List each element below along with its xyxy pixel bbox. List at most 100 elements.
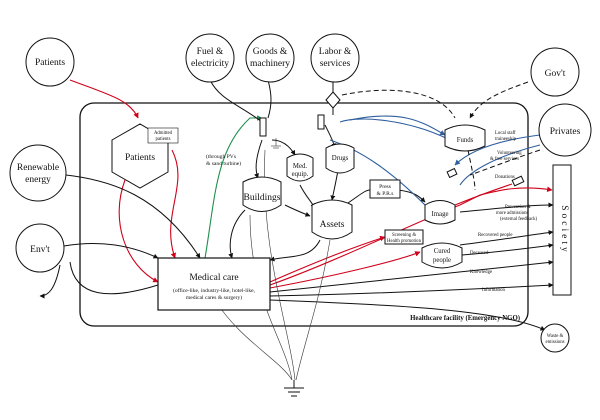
flow-care-cured bbox=[269, 251, 421, 289]
label-prevention-2: more admissions bbox=[496, 211, 529, 216]
flow-buildings-to-assets bbox=[284, 204, 311, 217]
label-deceased: Deceased bbox=[470, 251, 489, 256]
flow-govt-to-funds bbox=[469, 81, 529, 119]
facility-label: Healthcare facility (Emergency NGO) bbox=[410, 315, 520, 322]
svg-text:Waste &: Waste & bbox=[547, 334, 564, 339]
flow-to-med-equip bbox=[271, 139, 296, 156]
tank-image: Image bbox=[424, 200, 456, 225]
tank-cured-people: Cured people bbox=[421, 242, 463, 269]
svg-text:Goods &: Goods & bbox=[253, 47, 288, 57]
flow-heat-2 bbox=[295, 239, 331, 381]
flow-press-to-image bbox=[397, 189, 426, 203]
flow-privates-blue-2 bbox=[459, 144, 541, 186]
flow-assets-to-image bbox=[344, 189, 371, 206]
svg-text:Drugs: Drugs bbox=[332, 155, 349, 162]
flow-care-waste bbox=[269, 299, 546, 331]
svg-text:& P.R.s: & P.R.s bbox=[377, 191, 394, 197]
flow-funds-down bbox=[467, 149, 476, 191]
svg-text:Health promotion: Health promotion bbox=[387, 239, 422, 244]
flow-goods-in bbox=[267, 79, 272, 119]
svg-text:Env't: Env't bbox=[30, 245, 50, 255]
flow-funds-to-labor bbox=[339, 118, 451, 141]
flow-heat-3 bbox=[214, 299, 293, 381]
svg-text:Med.: Med. bbox=[293, 163, 307, 170]
label-volunteering-2: & free services bbox=[490, 157, 519, 162]
flow-fuel-in bbox=[209, 79, 263, 123]
switch-inputs bbox=[259, 91, 341, 137]
source-env: Env't bbox=[15, 223, 65, 273]
svg-text:Assets: Assets bbox=[320, 220, 345, 230]
box-medical-care: Medical care (office-like, industry-like… bbox=[157, 257, 271, 311]
box-press-prs: Press & P.R.s bbox=[369, 179, 401, 199]
label-donations: Donations bbox=[495, 175, 515, 180]
label-recovered: Recovered people bbox=[478, 233, 513, 238]
flow-admitted-to-care bbox=[170, 149, 179, 259]
svg-text:patients: patients bbox=[156, 137, 171, 142]
flow-image-society bbox=[459, 202, 554, 213]
flow-assets-blue bbox=[349, 115, 446, 136]
svg-text:Patients: Patients bbox=[125, 153, 155, 163]
svg-text:Funds: Funds bbox=[457, 137, 474, 144]
flow-labor-dashed bbox=[341, 89, 456, 119]
flow-to-buildings bbox=[254, 139, 263, 179]
flow-renewable-pv bbox=[204, 115, 263, 259]
flow-drugs-to-assets bbox=[330, 169, 339, 201]
label-local-staff-1: Local staff bbox=[495, 131, 516, 136]
sink-waste-emissions: Waste & emissions bbox=[540, 323, 570, 353]
svg-text:medical cares & surgery): medical cares & surgery) bbox=[186, 294, 242, 301]
flow-care-information bbox=[269, 282, 554, 297]
svg-text:equip.: equip. bbox=[292, 171, 309, 178]
flow-assets-to-care bbox=[269, 239, 321, 262]
label-prevention-3: (external feedback) bbox=[500, 217, 538, 222]
svg-text:Press: Press bbox=[379, 184, 391, 190]
flow-privates-blue-1 bbox=[454, 134, 541, 166]
switch-donations bbox=[446, 167, 458, 179]
flow-patients-admission bbox=[69, 79, 139, 119]
svg-text:Medical care: Medical care bbox=[189, 273, 238, 283]
pv-note-line1: (through PVs bbox=[206, 153, 236, 160]
svg-text:Cured: Cured bbox=[434, 248, 451, 255]
switch-prevention bbox=[511, 175, 525, 187]
flow-privates-donations bbox=[469, 149, 541, 176]
flow-cured-deceased bbox=[461, 243, 554, 256]
svg-text:Labor &: Labor & bbox=[319, 47, 352, 57]
svg-text:machinery: machinery bbox=[250, 59, 290, 69]
flow-buildings-to-care bbox=[228, 209, 246, 259]
svg-text:(office-like, industry-like, h: (office-like, industry-like, hotel-like, bbox=[173, 287, 256, 294]
flow-care-screening bbox=[269, 235, 386, 283]
svg-text:electricity: electricity bbox=[191, 59, 229, 69]
tank-funds: Funds bbox=[444, 124, 486, 152]
flow-patients-to-care bbox=[118, 179, 159, 283]
svg-text:Image: Image bbox=[432, 211, 449, 218]
label-volunteering-1: Volunteering bbox=[497, 151, 522, 156]
svg-text:Buildings: Buildings bbox=[244, 193, 281, 203]
source-goods-machinery: Goods & machinery bbox=[245, 33, 295, 83]
flow-care-knowledge bbox=[269, 259, 554, 293]
svg-text:services: services bbox=[320, 59, 351, 69]
svg-text:Gov't: Gov't bbox=[545, 69, 566, 79]
svg-text:Admitted: Admitted bbox=[154, 131, 173, 136]
ground-symbol-1 bbox=[271, 138, 281, 149]
source-labor-services: Labor & services bbox=[310, 33, 360, 83]
facility-boundary bbox=[79, 102, 529, 327]
admitted-patients-label: Admitted patients bbox=[147, 127, 179, 144]
label-prevention-1: Prevention & bbox=[505, 205, 531, 210]
label-local-staff-2: traineeship bbox=[495, 137, 517, 142]
source-privates: Privates bbox=[538, 103, 592, 157]
flow-image-red bbox=[454, 183, 513, 206]
flow-renewable-to-care bbox=[65, 174, 201, 259]
heat-sink-ground-icon bbox=[284, 380, 304, 397]
source-patients: Patients bbox=[25, 37, 75, 87]
box-screening: Screening & Health promotion bbox=[384, 229, 424, 245]
source-fuel-electricity: Fuel & electricity bbox=[185, 33, 235, 83]
svg-text:emissions: emissions bbox=[546, 340, 565, 345]
sink-society: Society bbox=[552, 164, 572, 296]
label-knowledge: Knowledge bbox=[470, 270, 492, 275]
flow-care-to-env bbox=[69, 261, 159, 295]
svg-text:Society: Society bbox=[559, 205, 569, 255]
svg-text:people: people bbox=[433, 257, 451, 264]
tank-drugs: Drugs bbox=[325, 143, 355, 174]
flow-env-to-care bbox=[63, 242, 159, 259]
svg-text:Fuel &: Fuel & bbox=[197, 47, 224, 57]
